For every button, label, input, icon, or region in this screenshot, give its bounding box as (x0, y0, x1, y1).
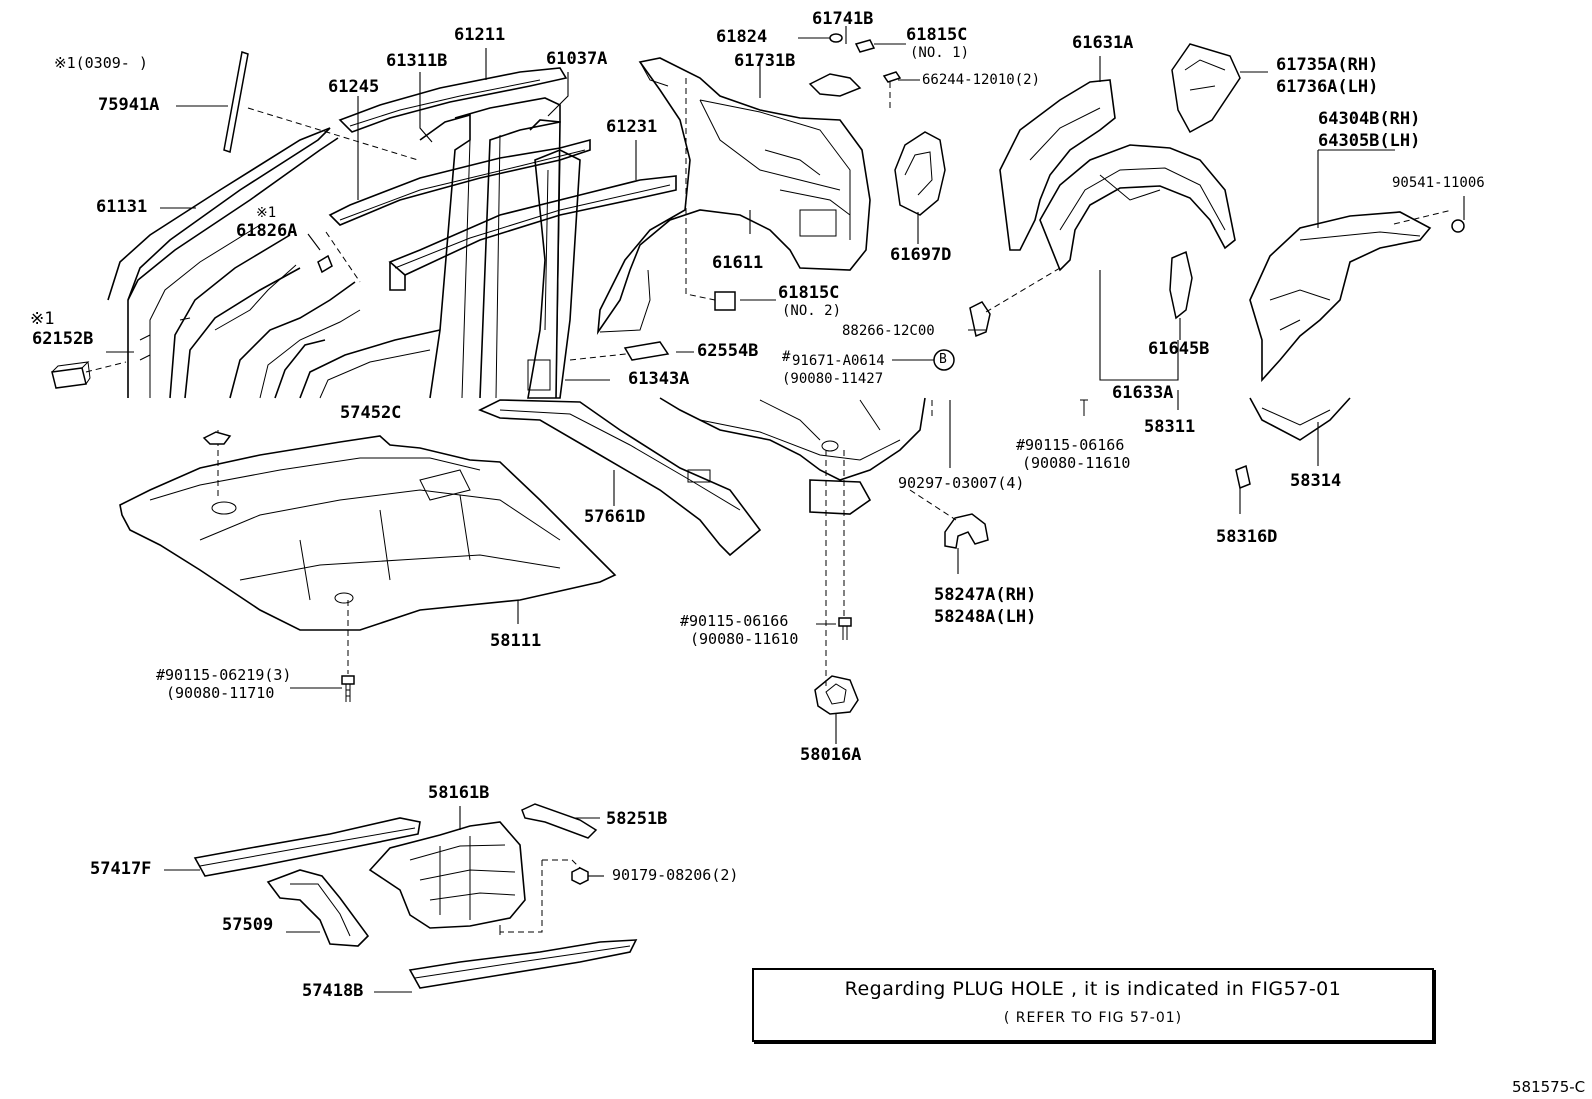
label-61741B: 61741B (812, 9, 874, 29)
bracket-61826A (317, 254, 333, 274)
note-0309: ※1(0309- ) (54, 54, 148, 72)
cap-61697D (894, 131, 946, 216)
label-58161B: 58161B (428, 783, 490, 803)
label-61815C-top-sub: (NO. 1) (910, 45, 970, 61)
label-90080-11710: (90080-11710 (166, 684, 275, 702)
label-90541: 90541-11006 (1392, 175, 1485, 191)
rear-floor-pan-drawing (659, 397, 926, 515)
label-66244: 66244-12010(2) (922, 72, 1041, 88)
label-61311B: 61311B (386, 51, 448, 71)
label-57452C: 57452C (340, 403, 402, 423)
label-61815C-top: 61815C (906, 25, 968, 45)
bracket-58247A (944, 513, 989, 549)
label-61826A: 61826A (236, 221, 298, 241)
plug-61824 (829, 33, 843, 43)
label-75941A: 75941A (98, 95, 160, 115)
body-side-outer-panel-drawing (107, 67, 677, 399)
label-90297: 90297-03007(4) (898, 474, 1025, 492)
label-90115-06166-b: #90115-06166 (680, 612, 789, 630)
label-64305B: 64305B(LH) (1318, 131, 1421, 151)
label-58251B: 58251B (606, 809, 668, 829)
bracket-58016A (814, 675, 859, 715)
wheel-house-drawing (999, 79, 1236, 272)
label-61611: 61611 (712, 253, 764, 273)
block-62554B (623, 341, 670, 361)
label-88266: 88266-12C00 (842, 323, 935, 339)
label-58316D: 58316D (1216, 527, 1278, 547)
label-61631A: 61631A (1072, 33, 1134, 53)
label-62152B: 62152B (32, 329, 94, 349)
label-61815C-bottom-sub: (NO. 2) (782, 303, 842, 319)
label-61735A: 61735A(RH) (1276, 55, 1379, 75)
bolt-90115-06166-center (838, 617, 852, 640)
label-61815C-bottom: 61815C (778, 283, 840, 303)
label-61343A: 61343A (628, 369, 690, 389)
label-90080-11610-a: (90080-11610 (1022, 454, 1131, 472)
bracket-57452C (202, 431, 232, 445)
leader-lines (106, 26, 1465, 993)
rocker-57661D-drawing (478, 399, 762, 557)
label-90179: 90179-08206(2) (612, 866, 739, 884)
label-90115-06219: #90115-06219(3) (156, 666, 292, 684)
label-91671: 91671-A0614 (792, 353, 885, 369)
bolt-90115-06166-right (1080, 399, 1088, 416)
label-61245: 61245 (328, 77, 380, 97)
label-61824: 61824 (716, 27, 768, 47)
lower-members-drawing (193, 803, 638, 989)
clip-66244 (882, 71, 902, 83)
label-91671-hash: # (782, 349, 791, 365)
note-sub-text: ( REFER TO FIG 57-01) (1003, 1010, 1183, 1026)
bracket-61741B (808, 73, 862, 97)
label-58111: 58111 (490, 631, 542, 651)
label-58314: 58314 (1290, 471, 1342, 491)
rear-floor-side-member-drawing (1249, 211, 1432, 441)
bracket-61735A (1171, 43, 1241, 134)
label-90115-06166-a: #90115-06166 (1016, 436, 1125, 454)
bracket-58316D (1235, 464, 1251, 490)
label-61826A-mark: ※1 (256, 205, 277, 221)
label-61037A: 61037A (546, 49, 608, 69)
label-61211: 61211 (454, 25, 506, 45)
label-58016A: 58016A (800, 745, 862, 765)
label-61697D: 61697D (890, 245, 952, 265)
label-58248A: 58248A(LH) (934, 607, 1037, 627)
label-62152B-mark: ※1 (30, 309, 55, 329)
label-61645B: 61645B (1148, 339, 1210, 359)
bracket-88266 (969, 301, 991, 338)
block-62152B (51, 367, 87, 389)
label-64304B: 64304B(RH) (1318, 109, 1421, 129)
label-61231: 61231 (606, 117, 658, 137)
patch-61815C-no1 (854, 39, 876, 53)
label-90080-11610-b: (90080-11610 (690, 630, 799, 648)
front-floor-pan-drawing (119, 435, 617, 631)
bracket-61645B (1169, 250, 1193, 320)
label-57418B: 57418B (302, 981, 364, 1001)
bolt-90115-06219 (341, 675, 355, 702)
label-57417F: 57417F (90, 859, 152, 879)
label-90080-11427: (90080-11427 (782, 371, 884, 387)
label-61633A: 61633A (1112, 383, 1174, 403)
label-58247A: 58247A(RH) (934, 585, 1037, 605)
label-62554B: 62554B (697, 341, 759, 361)
nut-90541 (1451, 219, 1465, 233)
label-circle-b: B (939, 352, 947, 367)
plug-hole-note-box: Regarding PLUG HOLE , it is indicated in… (752, 968, 1434, 1042)
note-main-text: Regarding PLUG HOLE , it is indicated in… (844, 978, 1342, 1000)
label-57509: 57509 (222, 915, 274, 935)
label-61736A: 61736A(LH) (1276, 77, 1379, 97)
label-61131: 61131 (96, 197, 148, 217)
quarter-panel-61611-drawing (596, 57, 871, 335)
figure-id: 581575-C (1512, 1078, 1586, 1096)
patch-61815C-no2 (714, 291, 736, 311)
assembly-dashed-lines (85, 78, 1453, 933)
molding-strip-75941A (223, 51, 249, 153)
label-58311: 58311 (1144, 417, 1196, 437)
label-57661D: 57661D (584, 507, 646, 527)
label-61731B: 61731B (734, 51, 796, 71)
